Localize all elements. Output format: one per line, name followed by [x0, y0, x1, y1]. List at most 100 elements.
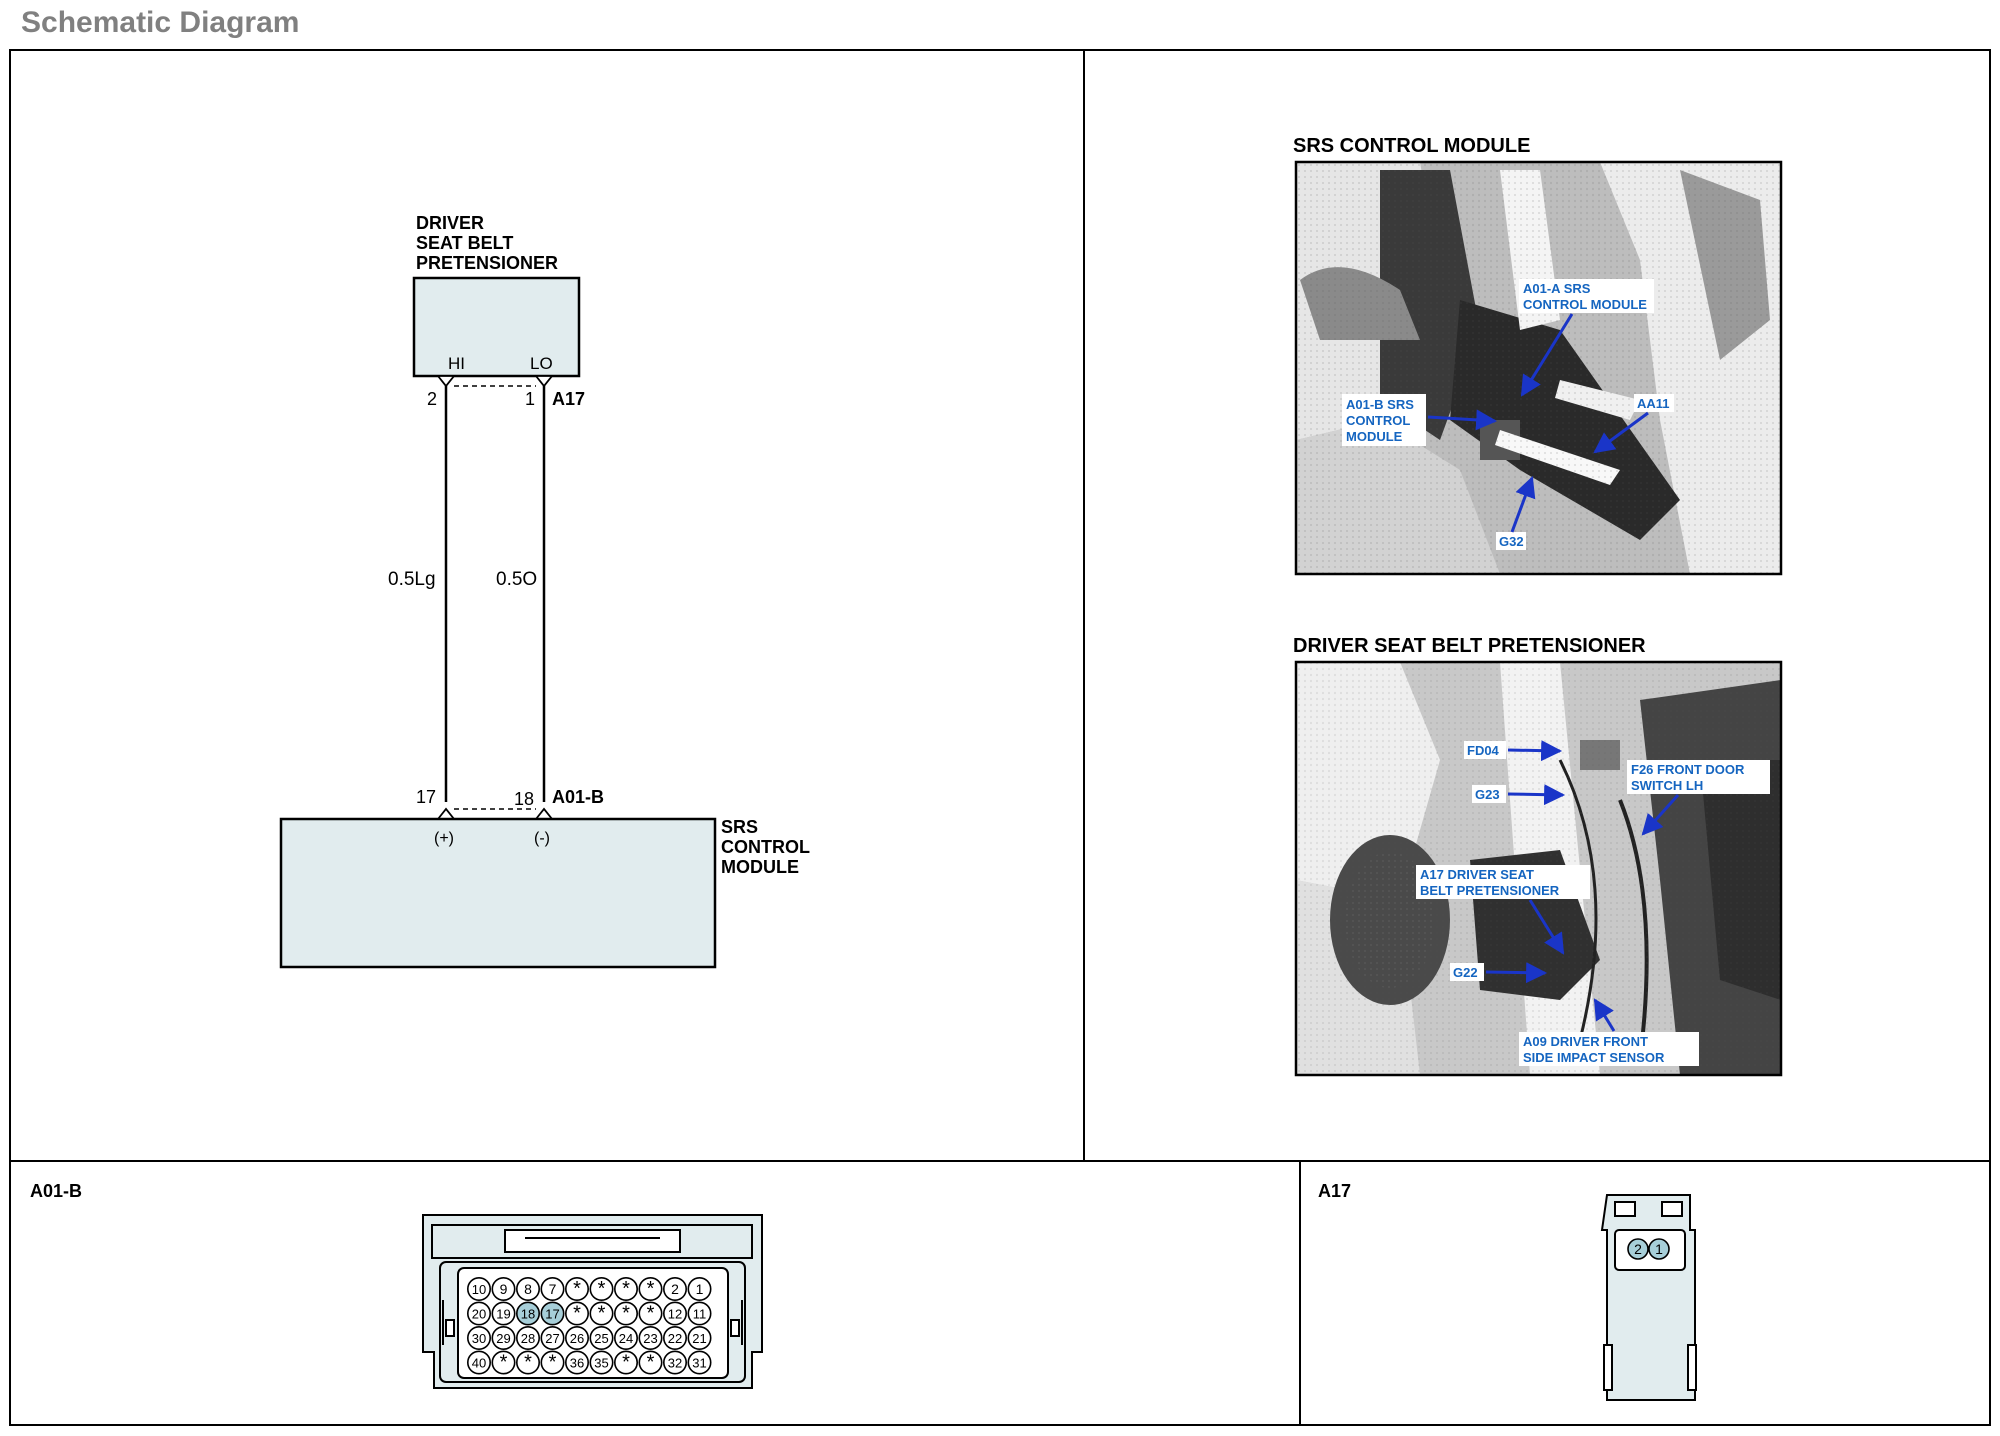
srs-photo-panel: SRS CONTROL MODULE A01-A SRS CONTROL MOD…: [1293, 135, 1783, 576]
connector-pin: 28: [515, 1326, 540, 1351]
callout-a01a-line: CONTROL MODULE: [1523, 297, 1647, 312]
pin-number: 21: [692, 1331, 706, 1346]
wire-o-label: 0.5O: [496, 569, 537, 590]
connector-pin: 31: [687, 1350, 712, 1375]
callout-a17: A17 DRIVER SEAT BELT PRETENSIONER: [1416, 865, 1590, 955]
pin-number: 2: [671, 1281, 679, 1297]
connector-pin: 25: [589, 1326, 614, 1351]
callout-a09: A09 DRIVER FRONT SIDE IMPACT SENSOR: [1519, 998, 1699, 1066]
pin-number: 18: [521, 1307, 535, 1322]
pin-number: 29: [496, 1331, 510, 1346]
pin-2-label: 2: [427, 389, 437, 409]
callout-g22-text: G22: [1453, 965, 1478, 980]
pin-number: *: [622, 1303, 630, 1325]
connector-pin: 29: [491, 1326, 516, 1351]
connector-pin: 23: [638, 1326, 663, 1351]
pin-number: 19: [496, 1307, 510, 1322]
pin-number: 1: [1655, 1241, 1663, 1257]
callout-f26: F26 FRONT DOOR SWITCH LH: [1627, 760, 1770, 836]
callout-a01a: A01-A SRS CONTROL MODULE: [1519, 279, 1654, 397]
connector-a17-housing: [1600, 1194, 1697, 1401]
pretensioner-photo-panel: DRIVER SEAT BELT PRETENSIONER FD04 G23: [1293, 635, 1783, 1077]
connector-a17-label: A17: [552, 389, 585, 409]
pin-number: *: [647, 1303, 655, 1325]
empty-pin-cavity: *: [540, 1350, 565, 1375]
connector-pin: 32: [662, 1350, 687, 1375]
empty-pin-cavity: *: [638, 1350, 663, 1375]
connector-a01b-label: A01-B: [552, 787, 604, 807]
callout-a01b: A01-B SRS CONTROL MODULE: [1342, 394, 1498, 446]
callout-fd04-text: FD04: [1467, 743, 1500, 758]
connector-pin: 20: [466, 1301, 491, 1326]
callout-g23: G23: [1472, 784, 1566, 806]
pretensioner-label-line: PRETENSIONER: [416, 253, 558, 273]
pretensioner-label-line: SEAT BELT: [416, 233, 513, 253]
callout-f26-line: F26 FRONT DOOR: [1631, 762, 1745, 777]
connector-pin: 19: [491, 1301, 516, 1326]
pin-17-label: 17: [416, 787, 436, 807]
pin-number: 25: [594, 1331, 608, 1346]
connector-pin: 7: [540, 1277, 565, 1302]
pin-number: 28: [521, 1331, 535, 1346]
pin-hi-label: HI: [448, 354, 465, 373]
callout-a17-line: BELT PRETENSIONER: [1420, 883, 1560, 898]
callout-aa11-text: AA11: [1637, 396, 1670, 411]
callout-a01b-line: MODULE: [1346, 429, 1403, 444]
srs-photo-image: [1294, 160, 1783, 576]
pin-number: 2: [1634, 1241, 1642, 1257]
connector-pin: 11: [687, 1301, 712, 1326]
pin-number: *: [549, 1352, 557, 1374]
pin-number: *: [573, 1303, 581, 1325]
pretensioner-component: [412, 276, 581, 378]
pin-number: 23: [643, 1331, 657, 1346]
callout-a09-line: SIDE IMPACT SENSOR: [1523, 1050, 1665, 1065]
terminal-minus: [534, 807, 554, 820]
pin-number: *: [647, 1278, 655, 1300]
callout-fd04: FD04: [1464, 740, 1563, 762]
pin-number: 27: [545, 1331, 559, 1346]
pin-1-label: 1: [525, 389, 535, 409]
empty-pin-cavity: *: [589, 1277, 614, 1302]
pin-18-label: 18: [514, 789, 534, 809]
empty-pin-cavity: *: [613, 1277, 638, 1302]
connector-pin: 2: [662, 1277, 687, 1302]
diagram-frame: [9, 49, 1991, 1426]
connector-pin: 35: [589, 1350, 614, 1375]
pin-number: 30: [472, 1331, 486, 1346]
empty-pin-cavity: *: [564, 1277, 589, 1302]
callout-a09-line: A09 DRIVER FRONT: [1523, 1034, 1648, 1049]
callout-a01a-line: A01-A SRS: [1523, 281, 1591, 296]
callout-f26-line: SWITCH LH: [1631, 778, 1703, 793]
connector-pin: 9: [491, 1277, 516, 1302]
connector-pin: 8: [515, 1277, 540, 1302]
pin-number: *: [524, 1352, 532, 1374]
callout-a17-line: A17 DRIVER SEAT: [1420, 867, 1534, 882]
empty-pin-cavity: *: [638, 1301, 663, 1326]
callout-a01b-line: A01-B SRS: [1346, 397, 1414, 412]
pin-number: 10: [472, 1282, 486, 1297]
page-title: Schematic Diagram: [21, 6, 300, 39]
connector-pin: 18: [515, 1301, 540, 1326]
callout-g23-text: G23: [1475, 787, 1500, 802]
pin-number: 22: [668, 1331, 682, 1346]
callout-g22: G22: [1450, 962, 1548, 984]
pin-number: *: [622, 1278, 630, 1300]
connector-pin: 40: [466, 1350, 491, 1375]
connector-pin: 10: [466, 1277, 491, 1302]
pin-number: 1: [696, 1281, 704, 1297]
connector-pin: 36: [564, 1350, 589, 1375]
pin-number: *: [598, 1303, 606, 1325]
empty-pin-cavity: *: [491, 1350, 516, 1375]
pretensioner-photo-title: DRIVER SEAT BELT PRETENSIONER: [1293, 635, 1646, 657]
pin-number: 31: [692, 1356, 706, 1371]
connector-pin: 30: [466, 1326, 491, 1351]
empty-pin-cavity: *: [589, 1301, 614, 1326]
connector-pin: 22: [662, 1326, 687, 1351]
srs-module-label: SRS CONTROL MODULE: [721, 817, 810, 877]
terminal-hi: [436, 375, 456, 388]
connector-pin: 27: [540, 1326, 565, 1351]
